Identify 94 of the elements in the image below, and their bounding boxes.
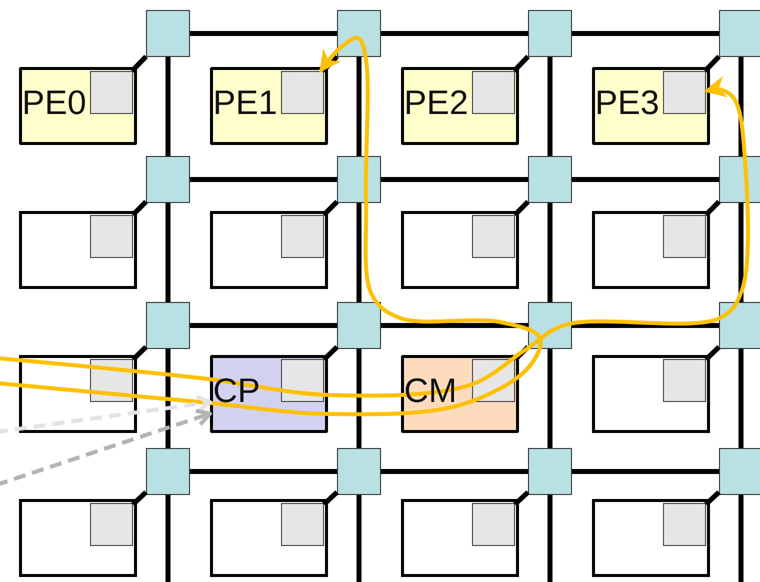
tile-square — [210, 499, 328, 577]
interface-square — [90, 70, 132, 114]
link-line — [381, 323, 528, 328]
tile-square — [592, 499, 710, 577]
link-line — [513, 490, 530, 506]
link-line — [513, 345, 530, 362]
dashed-arrow — [0, 394, 212, 434]
router-square — [146, 302, 190, 349]
router-square — [337, 156, 381, 203]
interface-square — [90, 214, 132, 258]
route-arrow — [0, 76, 750, 398]
link-line — [381, 31, 528, 36]
tile-box — [210, 67, 328, 145]
link-line — [356, 203, 362, 302]
link-line — [381, 469, 528, 474]
link-line — [704, 345, 721, 362]
link-line — [703, 54, 721, 73]
tile-square — [19, 499, 137, 577]
link-line — [704, 200, 721, 217]
link-line — [321, 54, 339, 73]
interface-square — [662, 214, 706, 258]
link-line — [572, 469, 719, 474]
link-line — [356, 495, 362, 582]
interface-square — [280, 214, 324, 258]
router-square — [146, 448, 190, 495]
tile-square — [401, 211, 519, 289]
router-square — [719, 10, 760, 57]
link-line — [512, 54, 530, 73]
link-line — [704, 490, 721, 506]
router-square — [337, 302, 381, 349]
link-line — [572, 323, 719, 328]
link-line — [322, 200, 339, 217]
tile-label: PE0 — [22, 86, 86, 120]
link-line — [130, 54, 148, 73]
router-square — [528, 10, 572, 57]
route-arrow — [0, 36, 543, 416]
interface-square — [280, 70, 324, 114]
tile-box — [19, 67, 137, 145]
link-line — [131, 490, 148, 506]
link-line — [548, 203, 552, 302]
link-line — [166, 203, 170, 302]
interface-square — [280, 502, 324, 546]
link-line — [131, 200, 148, 217]
tile-box — [401, 67, 519, 145]
link-line — [166, 495, 170, 582]
tile-label: PE1 — [213, 86, 278, 120]
router-square — [337, 448, 381, 495]
interface-square — [472, 70, 514, 114]
link-line — [513, 200, 530, 217]
tile-square — [210, 211, 328, 289]
interface-square — [90, 502, 132, 546]
link-line — [738, 495, 744, 582]
link-line — [548, 495, 552, 582]
link-line — [356, 57, 362, 156]
interface-square — [662, 70, 706, 114]
link-line — [572, 31, 719, 36]
tile-label: PE3 — [595, 86, 660, 120]
tile-box — [592, 67, 710, 145]
interface-square — [280, 358, 324, 402]
link-line — [190, 31, 337, 36]
tile-square — [592, 355, 710, 433]
interface-square — [662, 502, 706, 546]
link-line — [190, 323, 337, 328]
interface-square — [662, 358, 706, 402]
router-square — [337, 10, 381, 57]
interface-square — [472, 214, 514, 258]
router-square — [719, 156, 760, 203]
link-line — [356, 349, 362, 448]
tile-square — [19, 211, 137, 289]
tile-square — [401, 499, 519, 577]
router-square — [528, 156, 572, 203]
dashed-arrow — [0, 408, 212, 487]
link-line — [738, 349, 744, 448]
router-square — [146, 10, 190, 57]
link-line — [166, 57, 170, 156]
link-line — [738, 57, 744, 156]
link-line — [322, 345, 339, 362]
interface-square — [472, 502, 514, 546]
link-line — [381, 177, 528, 182]
link-line — [190, 177, 337, 182]
link-line — [738, 203, 744, 302]
tile-label: PE2 — [404, 86, 468, 120]
router-square — [528, 448, 572, 495]
link-line — [322, 490, 339, 506]
link-line — [548, 57, 552, 156]
tile-square — [592, 211, 710, 289]
link-line — [166, 349, 170, 448]
link-line — [190, 469, 337, 474]
router-square — [719, 448, 760, 495]
router-square — [719, 302, 760, 349]
router-square — [146, 156, 190, 203]
link-line — [548, 349, 552, 448]
link-line — [572, 177, 719, 182]
link-line — [131, 345, 148, 362]
